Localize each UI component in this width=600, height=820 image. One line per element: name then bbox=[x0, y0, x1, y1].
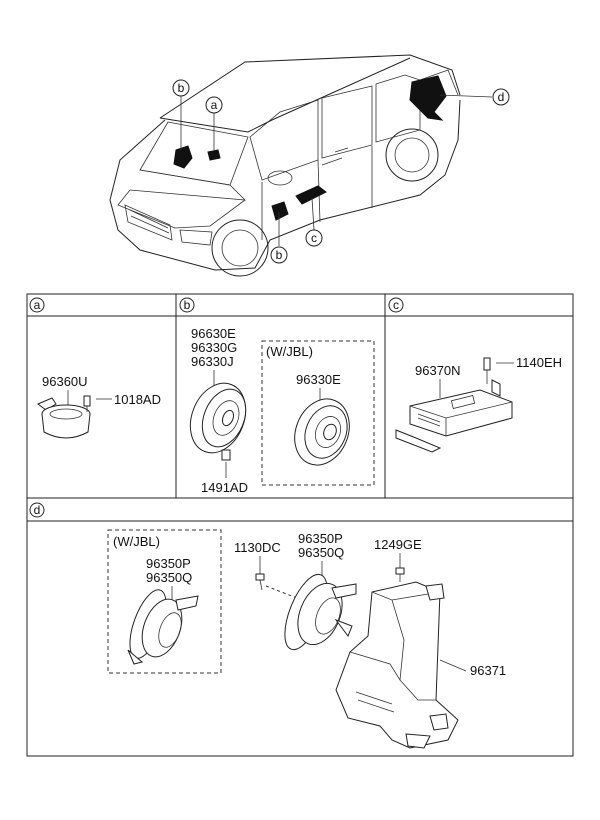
section-d-letter: d bbox=[34, 503, 41, 517]
bolt-1249GE bbox=[395, 567, 405, 582]
part-label-96330G: 96330G bbox=[191, 340, 237, 355]
section-a-content: 96360U 1018AD bbox=[37, 374, 161, 439]
part-label-96630E: 96630E bbox=[191, 326, 236, 341]
tweeter-part bbox=[37, 395, 91, 439]
subwoofer-speaker-part bbox=[284, 573, 357, 651]
section-a-badge bbox=[29, 297, 45, 313]
section-d-content: (W/JBL) 96350P 96350Q 1130DC 96350P 9635… bbox=[107, 529, 506, 749]
callout-b-bottom bbox=[270, 246, 288, 264]
callout-b-top bbox=[172, 79, 190, 97]
speaker-b-door-blob bbox=[271, 201, 289, 221]
section-b-content: 96630E 96330G 96330J 1491AD (W/JBL) 9633… bbox=[189, 326, 375, 495]
section-b-badge bbox=[179, 297, 195, 313]
part-label-96350P-jbl: 96350P bbox=[146, 556, 191, 571]
callout-b-bottom-text: b bbox=[276, 248, 283, 262]
section-d-header: d bbox=[29, 502, 45, 518]
panel-grid bbox=[26, 293, 574, 757]
vehicle-illustration: b a b c d bbox=[109, 54, 510, 277]
part-label-96360U: 96360U bbox=[42, 374, 88, 389]
part-label-1130DC: 1130DC bbox=[234, 540, 281, 555]
amplifier-part bbox=[395, 357, 513, 453]
part-label-1491AD: 1491AD bbox=[201, 480, 248, 495]
jbl-subwoofer-speaker-part bbox=[127, 589, 199, 665]
option-label-b: (W/JBL) bbox=[266, 344, 313, 359]
section-c-badge bbox=[388, 297, 404, 313]
part-label-96330J: 96330J bbox=[191, 354, 234, 369]
callout-a-text: a bbox=[211, 98, 218, 112]
door-speaker-part bbox=[189, 382, 247, 461]
callout-d bbox=[492, 88, 510, 106]
amplifier-c-blob bbox=[295, 185, 327, 205]
section-c-letter: c bbox=[393, 298, 399, 312]
option-box-b bbox=[261, 340, 375, 486]
part-label-96371: 96371 bbox=[470, 663, 506, 678]
callout-c-text: c bbox=[311, 231, 317, 245]
section-c-content: 96370N 1140EH bbox=[395, 355, 562, 453]
callout-b-top-text: b bbox=[178, 81, 185, 95]
section-b-header: b bbox=[179, 297, 195, 313]
tweeter-a-blob bbox=[207, 149, 221, 161]
section-d-badge bbox=[29, 502, 45, 518]
subwoofer-d-blob bbox=[409, 75, 447, 121]
option-label-d: (W/JBL) bbox=[113, 534, 160, 549]
part-label-1249GE: 1249GE bbox=[374, 537, 422, 552]
section-c-header: c bbox=[388, 297, 404, 313]
callout-c bbox=[305, 229, 323, 247]
option-box-d bbox=[107, 529, 222, 674]
section-a-letter: a bbox=[34, 298, 41, 312]
part-label-96350Q: 96350Q bbox=[298, 545, 344, 560]
part-label-96370N: 96370N bbox=[415, 363, 461, 378]
callout-d-text: d bbox=[498, 90, 505, 104]
part-label-1140EH: 1140EH bbox=[516, 355, 562, 370]
section-a-header: a bbox=[29, 297, 45, 313]
part-label-96350Q-jbl: 96350Q bbox=[146, 570, 192, 585]
callout-a bbox=[205, 96, 223, 114]
bolt-1130DC bbox=[255, 573, 265, 591]
speaker-b-front-blob bbox=[173, 145, 193, 169]
subwoofer-enclosure-part bbox=[335, 581, 459, 749]
part-label-96350P: 96350P bbox=[298, 531, 343, 546]
section-b-letter: b bbox=[184, 298, 191, 312]
jbl-door-speaker-part bbox=[294, 398, 350, 466]
part-label-1018AD: 1018AD bbox=[114, 392, 161, 407]
part-label-96330E: 96330E bbox=[296, 372, 341, 387]
